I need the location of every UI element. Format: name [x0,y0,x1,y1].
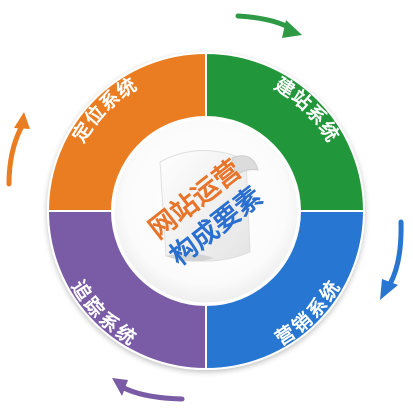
arrow-bottom-left-icon [112,378,185,402]
ring [46,51,366,371]
page-curl-icon [159,150,259,262]
arrow-bottom-right-icon [380,219,404,300]
arrow-top-left-icon [6,112,30,187]
arrow-top-right-icon [235,13,302,38]
cycle-arrows [6,13,404,402]
